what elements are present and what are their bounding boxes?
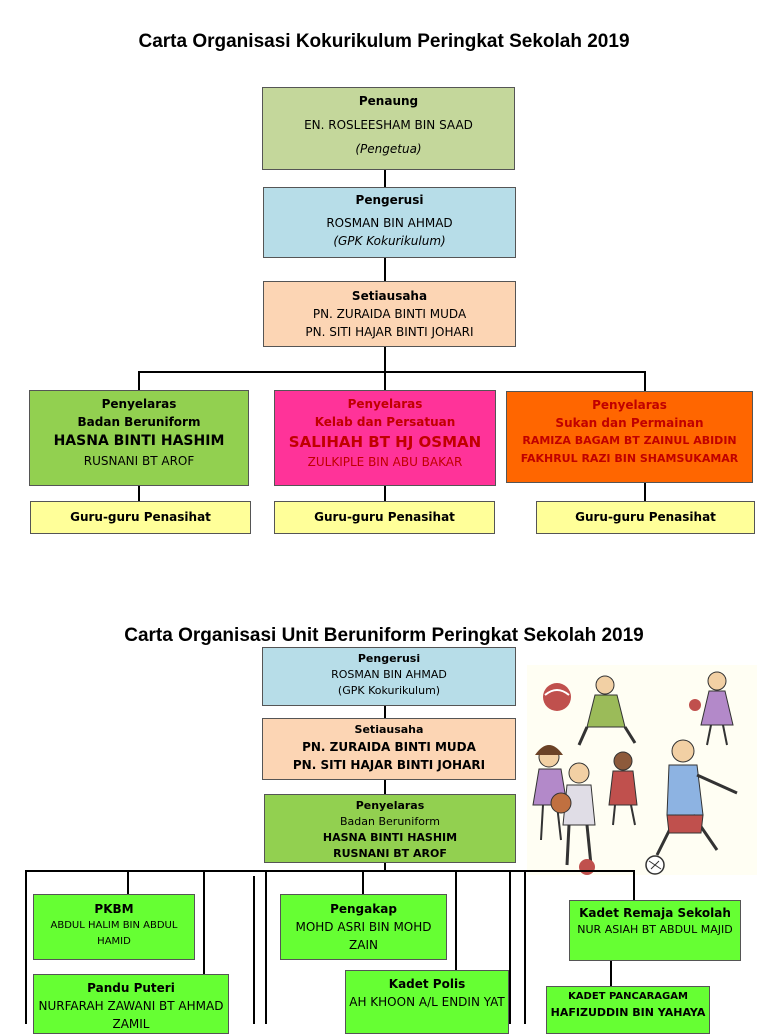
penyelaras2-name: RUSNANI BT AROF [333,847,447,860]
penyelaras-beruniform-box: Penyelaras Badan Beruniform HASNA BINTI … [29,390,249,486]
penyelaras-unit: Badan Beruniform [77,415,201,429]
setiausaha-name: PN. SITI HAJAR BINTI JOHARI [305,325,474,339]
unit-name: Pengakap [330,902,397,916]
unit-name: KADET PANCARAGAM [568,991,688,1002]
penyelaras2-role: Penyelaras [355,799,425,812]
connector [384,371,386,390]
pengerusi-role: Pengerusi [355,193,424,207]
penyelaras2-unit: Badan Beruniform [340,815,440,828]
setiausaha2-box: Setiausaha PN. ZURAIDA BINTI MUDA PN. SI… [262,718,516,780]
setiausaha-role: Setiausaha [351,289,428,303]
connector [610,960,612,986]
penyelaras-name: ZULKIPLE BIN ABU BAKAR [307,455,463,469]
children-playing-sports-illustration [527,665,757,875]
pengerusi2-post: (GPK Kokurikulum) [337,684,441,697]
connector [203,870,205,974]
connector [25,870,27,1024]
penyelaras-unit: Sukan dan Permainan [555,416,704,430]
penyelaras-role: Penyelaras [101,397,177,411]
penyelaras2-box: Penyelaras Badan Beruniform HASNA BINTI … [264,794,516,863]
unit-kadet-remaja-box: Kadet Remaja Sekolah NUR ASIAH BT ABDUL … [569,900,741,961]
connector [253,876,255,1024]
penyelaras-role: Penyelaras [347,397,423,411]
penyelaras-unit: Kelab dan Persatuan [314,415,456,429]
penaung-name: EN. ROSLEESHAM BIN SAAD [304,118,473,132]
unit-pkbm-box: PKBM ABDUL HALIM BIN ABDUL HAMID [33,894,195,960]
pengerusi2-box: Pengerusi ROSMAN BIN AHMAD (GPK Kokuriku… [262,647,516,706]
pengerusi2-name: ROSMAN BIN AHMAD [331,668,447,681]
connector [25,870,635,872]
setiausaha-name: PN. ZURAIDA BINTI MUDA [312,307,467,321]
penaung-box: Penaung EN. ROSLEESHAM BIN SAAD (Pengetu… [262,87,515,170]
unit-kadet-polis-box: Kadet Polis AH KHOON A/L ENDIN YAT [345,970,509,1034]
unit-teacher: NUR ASIAH BT ABDUL MAJID [577,923,733,936]
connector [265,870,267,1024]
penaung-role: Penaung [358,94,419,108]
connector [384,169,386,188]
unit-name: Pandu Puteri [87,981,175,995]
penyelaras-role: Penyelaras [592,398,667,412]
connector [138,371,140,390]
penyelaras-sukan-box: Penyelaras Sukan dan Permainan RAMIZA BA… [506,391,753,483]
penyelaras-name: HASNA BINTI HASHIM [53,433,225,449]
setiausaha-box: Setiausaha PN. ZURAIDA BINTI MUDA PN. SI… [263,281,516,347]
connector [138,371,646,373]
unit-teacher: AH KHOON A/L ENDIN YAT [349,995,505,1009]
connector [138,485,140,501]
connector [127,870,129,894]
guru-penasihat-box: Guru-guru Penasihat [274,501,495,534]
penyelaras2-name: HASNA BINTI HASHIM [322,831,458,844]
connector [384,485,386,501]
guru-penasihat-box: Guru-guru Penasihat [536,501,755,534]
penyelaras-name: RAMIZA BAGAM BT ZAINUL ABIDIN [522,434,737,447]
unit-teacher: ABDUL HALIM BIN ABDUL HAMID [50,920,178,947]
pengerusi-name: ROSMAN BIN AHMAD [326,216,453,230]
penyelaras-name: RUSNANI BT AROF [83,454,195,468]
pengerusi-post: (GPK Kokurikulum) [333,234,446,248]
connector [633,870,635,900]
connector [384,346,386,372]
connector [362,870,364,894]
penyelaras-kelab-box: Penyelaras Kelab dan Persatuan SALIHAH B… [274,390,496,486]
unit-name: PKBM [94,902,134,916]
connector [384,862,386,872]
unit-teacher: MOHD ASRI BIN MOHD ZAIN [295,920,432,952]
chart2-title: Carta Organisasi Unit Beruniform Peringk… [124,625,644,646]
pengerusi-box: Pengerusi ROSMAN BIN AHMAD (GPK Kokuriku… [263,187,516,258]
setiausaha2-name: PN. SITI HAJAR BINTI JOHARI [292,758,486,772]
unit-teacher: NURFARAH ZAWANI BT AHMAD ZAMIL [38,999,224,1031]
connector [524,870,526,1024]
setiausaha2-role: Setiausaha [354,723,424,736]
guru-penasihat-box: Guru-guru Penasihat [30,501,251,534]
penyelaras-name: FAKHRUL RAZI BIN SHAMSUKAMAR [520,452,739,465]
chart1-title: Carta Organisasi Kokurikulum Peringkat S… [138,31,630,52]
connector [384,257,386,281]
connector [644,371,646,391]
penaung-post: (Pengetua) [355,142,422,156]
connector [509,870,511,1024]
unit-teacher: HAFIZUDDIN BIN YAHAYA [550,1006,706,1019]
connector [384,779,386,795]
setiausaha2-name: PN. ZURAIDA BINTI MUDA [302,740,476,754]
penyelaras-name: SALIHAH BT HJ OSMAN [288,433,482,451]
unit-name: Kadet Polis [388,977,466,991]
unit-pandu-puteri-box: Pandu Puteri NURFARAH ZAWANI BT AHMAD ZA… [33,974,229,1034]
unit-name: Kadet Remaja Sekolah [579,906,731,920]
unit-pengakap-box: Pengakap MOHD ASRI BIN MOHD ZAIN [280,894,447,960]
connector [384,705,386,719]
connector [455,870,457,970]
pengerusi2-role: Pengerusi [357,652,421,665]
unit-kadet-pancaragam-box: KADET PANCARAGAM HAFIZUDDIN BIN YAHAYA [546,986,710,1034]
connector [644,482,646,501]
